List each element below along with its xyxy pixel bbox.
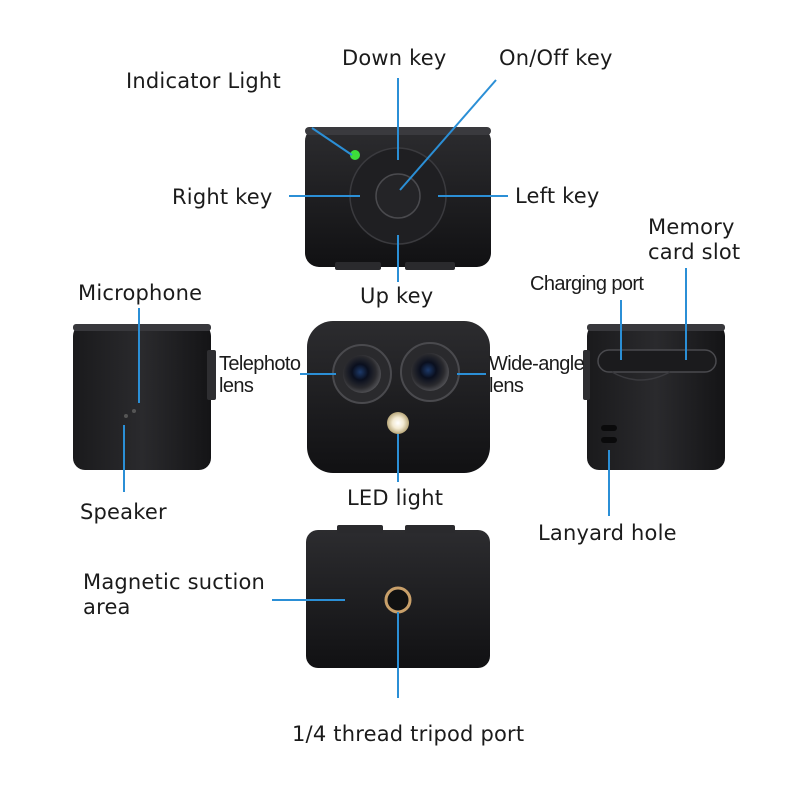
telephoto-lens — [343, 355, 381, 393]
label-down-key: Down key — [342, 46, 447, 70]
label-up-key: Up key — [360, 284, 434, 308]
bottom-vent-left — [335, 262, 381, 270]
speaker-hole — [124, 414, 128, 418]
label-lanyard-hole: Lanyard hole — [538, 521, 677, 545]
leader-on-off-key — [399, 79, 497, 191]
indicator-light-dot — [350, 150, 360, 160]
label-telephoto-line2: lens — [219, 375, 254, 397]
label-wide-angle-lens: Wide-angle lens — [489, 353, 585, 397]
label-charging-port: Charging port — [530, 273, 644, 295]
lanyard-hole-slot — [601, 437, 617, 443]
bottom-vent-right — [405, 262, 455, 270]
label-microphone: Microphone — [78, 281, 203, 305]
camera-front-view — [307, 321, 490, 473]
power-button — [375, 173, 421, 219]
side-bump — [207, 350, 216, 400]
label-magnetic-line1: Magnetic suction — [83, 570, 266, 594]
leader-indicator-light — [311, 127, 353, 156]
label-on-off-key: On/Off key — [499, 46, 613, 70]
tripod-port-ring — [384, 586, 412, 614]
speaker-hole — [132, 409, 136, 413]
label-wide-angle-line2: lens — [489, 375, 524, 397]
label-led-light: LED light — [347, 486, 444, 510]
camera-left-side-view — [73, 324, 216, 470]
lanyard-hole-slot — [601, 425, 617, 431]
camera-right-side-view — [583, 324, 725, 470]
label-left-key: Left key — [515, 184, 600, 208]
label-memory-line1: Memory — [648, 215, 735, 239]
label-magnetic-suction-area: Magnetic suction area — [83, 570, 265, 620]
label-tripod-port: 1/4 thread tripod port — [292, 722, 525, 746]
label-indicator-light: Indicator Light — [126, 69, 281, 93]
label-memory-line2: card slot — [648, 240, 741, 264]
led-light-dot — [387, 412, 409, 434]
leader-lines — [123, 78, 687, 698]
label-memory-card-slot: Memory card slot — [648, 215, 740, 265]
port-cover — [597, 349, 717, 373]
label-magnetic-line2: area — [83, 595, 131, 619]
label-telephoto-lens: Telephoto lens — [219, 353, 301, 397]
camera-bottom-view — [306, 525, 490, 668]
label-right-key: Right key — [172, 185, 273, 209]
label-wide-angle-line1: Wide-angle — [489, 353, 585, 375]
label-speaker: Speaker — [80, 500, 167, 524]
wide-angle-lens — [411, 353, 449, 391]
label-telephoto-line1: Telephoto — [219, 353, 301, 375]
